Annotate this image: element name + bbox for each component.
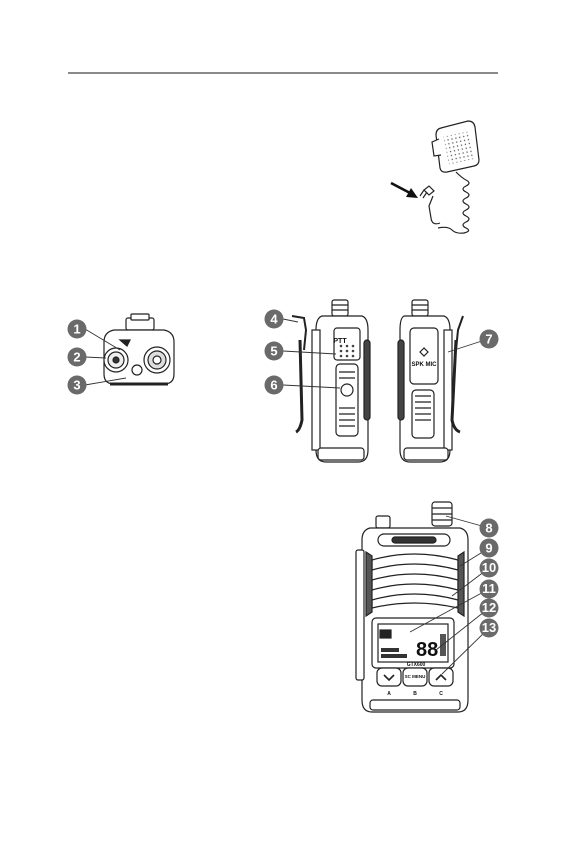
speaker-mic-illustration xyxy=(420,121,479,233)
svg-text:13: 13 xyxy=(482,620,496,635)
callout-4: 4 xyxy=(265,310,284,329)
model-label: GTX600 xyxy=(407,662,426,668)
callout-8: 8 xyxy=(480,519,499,538)
radio-side-view-left xyxy=(292,300,370,462)
svg-text:4: 4 xyxy=(270,312,278,327)
svg-text:6: 6 xyxy=(270,378,277,393)
svg-text:1: 1 xyxy=(73,322,80,337)
callout-2: 2 xyxy=(68,348,87,367)
spk-mic-label: SPK MIC xyxy=(411,362,437,368)
svg-text:8: 8 xyxy=(485,521,492,536)
callout-13: 13 xyxy=(480,619,499,638)
radio-side-view-right xyxy=(398,300,463,462)
key-c-label: C xyxy=(439,691,443,697)
svg-text:2: 2 xyxy=(73,350,80,365)
radio-front-view: 88 xyxy=(356,502,468,712)
svg-text:3: 3 xyxy=(73,378,80,393)
callout-6: 6 xyxy=(265,376,284,395)
callout-7: 7 xyxy=(480,330,499,349)
callout-10: 10 xyxy=(480,559,499,578)
callout-11: 11 xyxy=(480,580,499,599)
svg-text:5: 5 xyxy=(270,344,277,359)
callout-9: 9 xyxy=(480,539,499,558)
svg-text:7: 7 xyxy=(485,332,492,347)
key-a-label: A xyxy=(387,691,391,697)
callout-1: 1 xyxy=(68,320,87,339)
svg-text:12: 12 xyxy=(482,600,496,615)
svg-text:88: 88 xyxy=(416,639,438,661)
callout-3: 3 xyxy=(68,376,87,395)
callout-5: 5 xyxy=(265,342,284,361)
ptt-label: PTT xyxy=(333,338,347,345)
svg-text:11: 11 xyxy=(482,581,496,596)
svg-text:10: 10 xyxy=(482,560,496,575)
menu-key-label: SC MENU xyxy=(405,674,426,679)
callout-12: 12 xyxy=(480,599,499,618)
insert-arrow xyxy=(391,183,418,198)
svg-text:9: 9 xyxy=(485,541,492,556)
key-b-label: B xyxy=(413,691,417,697)
radio-top-view xyxy=(104,314,174,384)
